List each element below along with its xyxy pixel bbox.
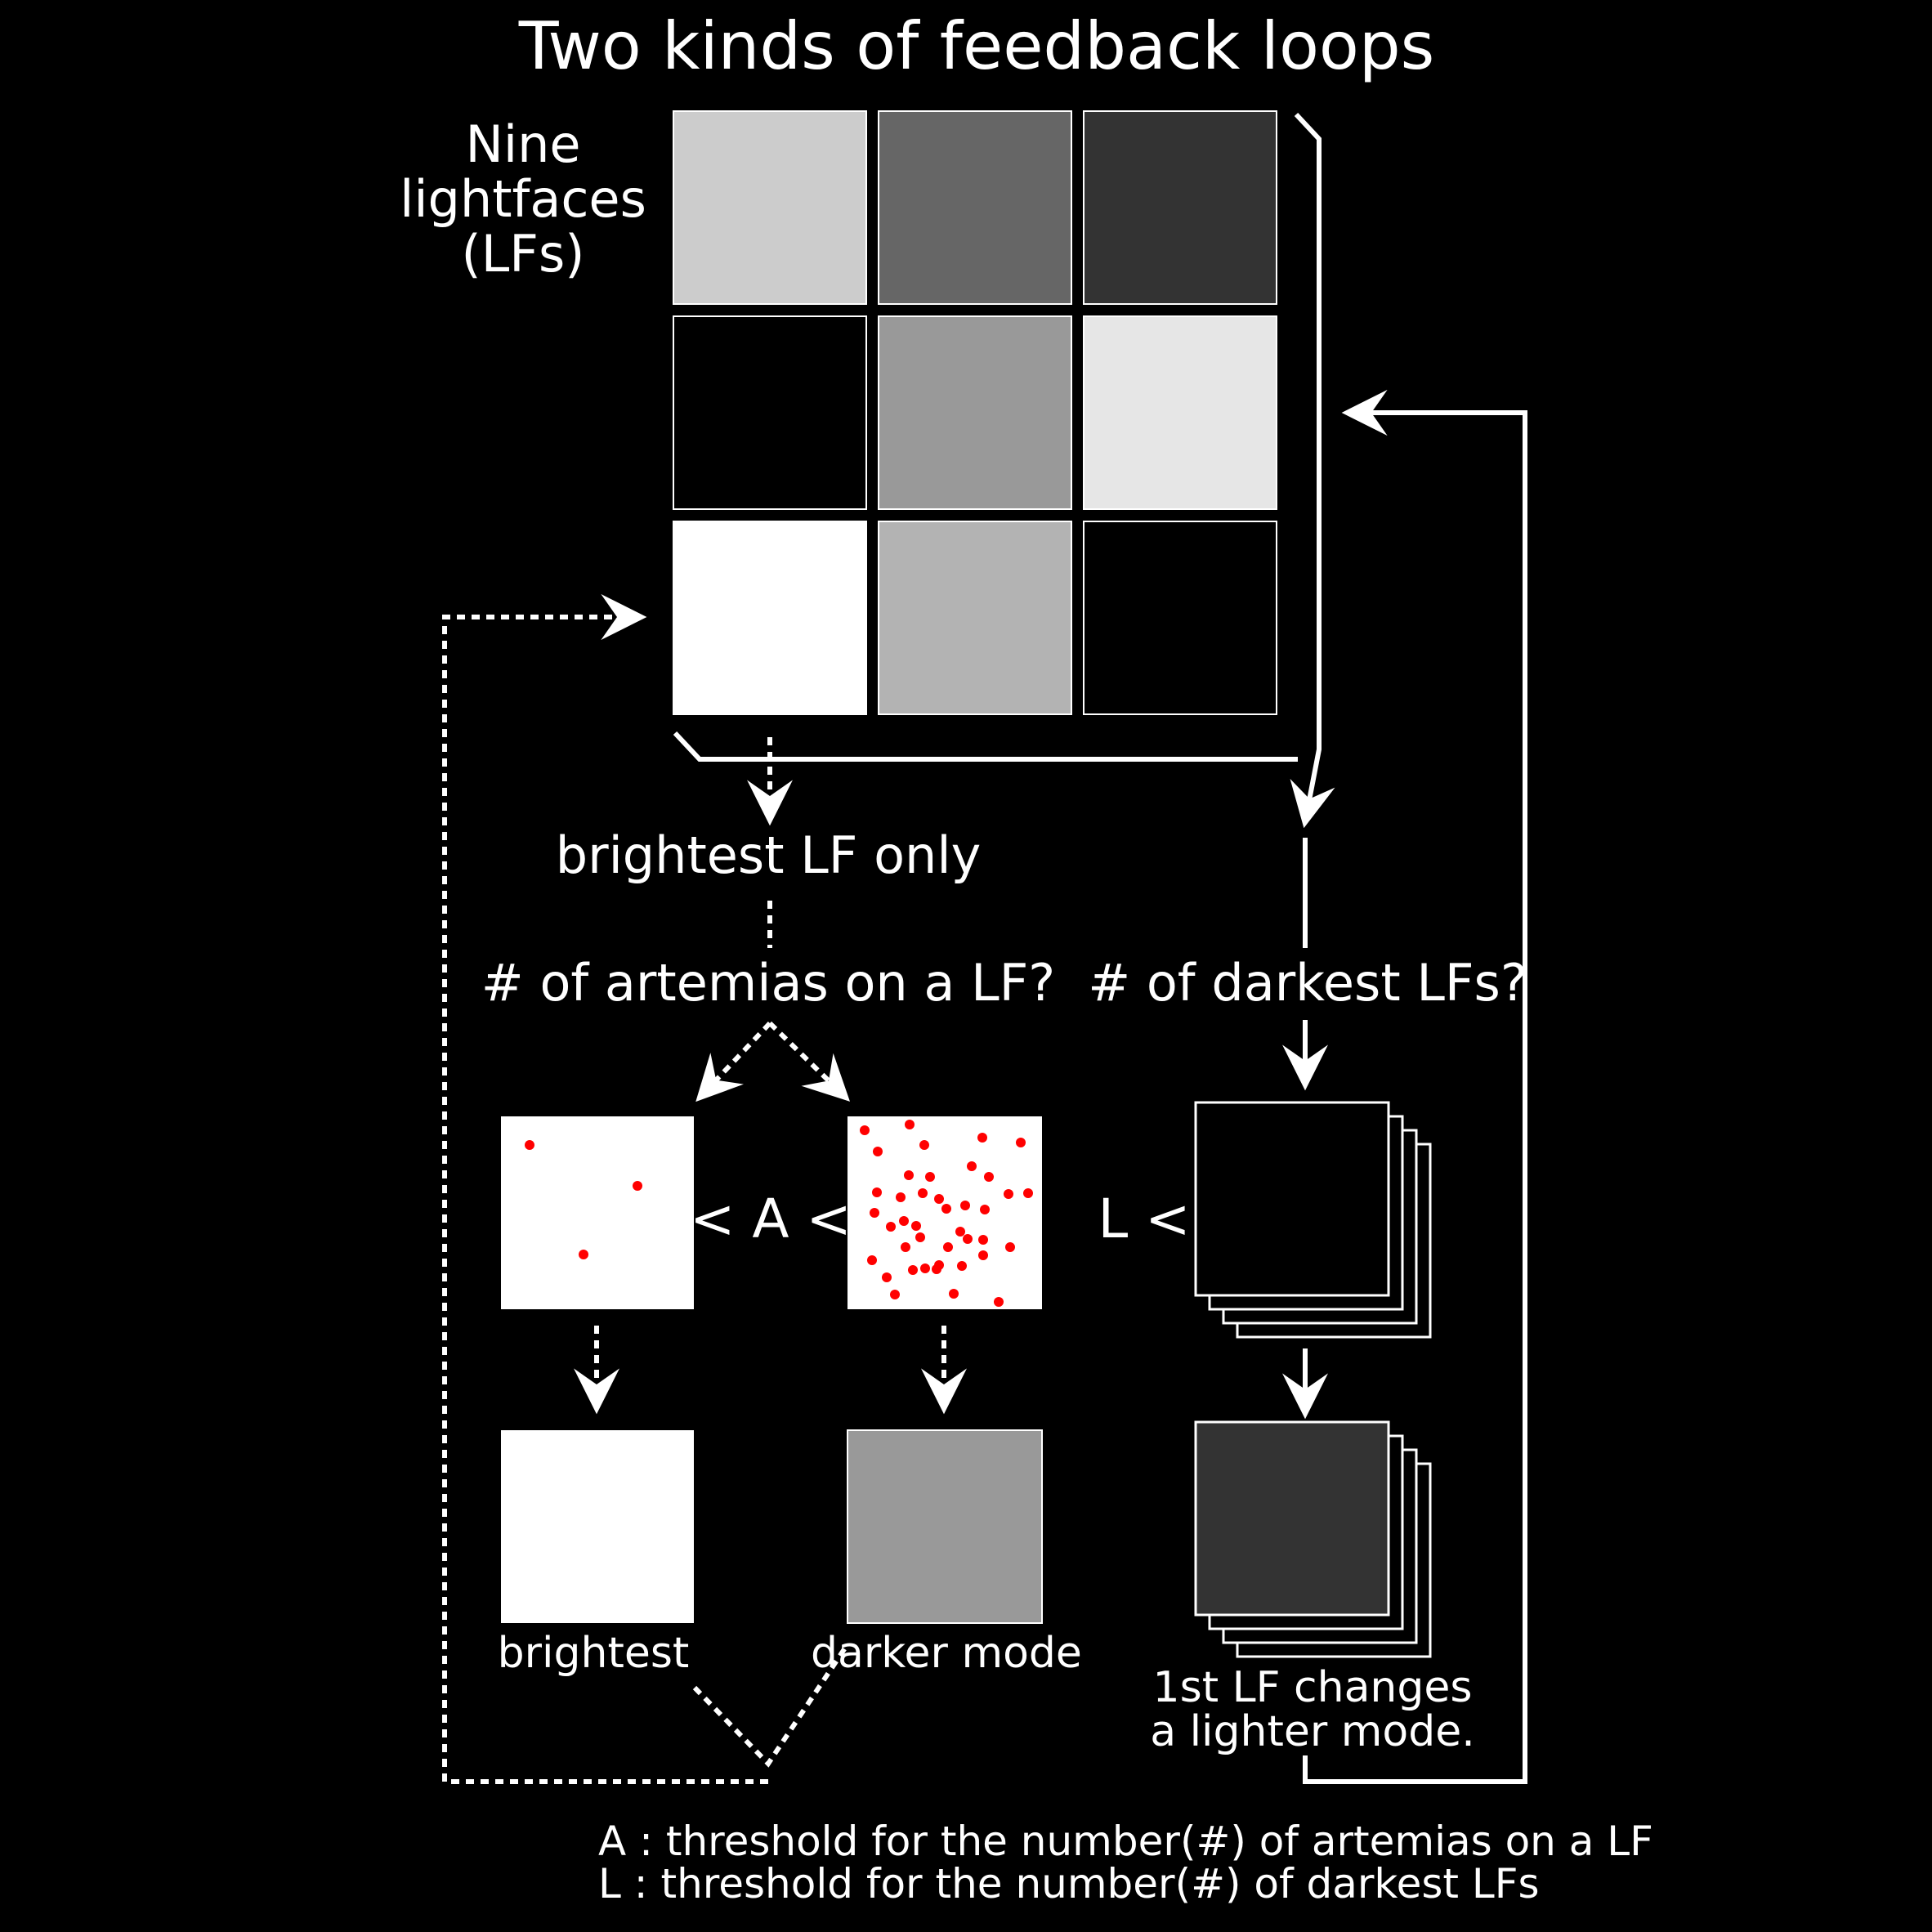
label-first-lf-changes: 1st LF changes [1153, 1663, 1473, 1712]
artemia-dot [870, 1208, 879, 1218]
lightface-9 [1083, 521, 1277, 715]
artemia-dot [890, 1290, 900, 1299]
grid-bracket-bottom [673, 731, 1298, 762]
artemia-dot [1005, 1242, 1015, 1252]
artemia-dot [867, 1255, 877, 1265]
stack-front-lightface [1194, 1101, 1390, 1297]
question-darkest-lfs: # of darkest LFs? [1088, 953, 1527, 1013]
legend-a: A : threshold for the number(#) of artem… [598, 1818, 1653, 1865]
threshold-a-comparison: < A < [690, 1187, 852, 1250]
artemia-dot [977, 1133, 987, 1143]
lightface-2 [878, 110, 1072, 305]
artemia-dot [984, 1172, 994, 1182]
lighter-mode-lf-stack [1194, 1420, 1432, 1658]
artemia-dot [978, 1250, 988, 1260]
artemia-dot [872, 1187, 882, 1197]
step-brightest-lf-only: brightest LF only [556, 825, 982, 885]
solid-feedback-loop-right [1303, 390, 1527, 1784]
artemia-dot [955, 1227, 965, 1237]
artemia-dot [957, 1261, 967, 1271]
artemia-dot [943, 1242, 953, 1252]
lightface-5 [878, 315, 1072, 510]
dotted-feedback-loop-left [442, 594, 768, 1784]
artemia-dot [911, 1221, 921, 1231]
artemia-dot [896, 1192, 906, 1202]
label-brightest: brightest [498, 1629, 690, 1678]
artemia-dot [994, 1297, 1004, 1307]
artemia-dot [860, 1125, 870, 1135]
artemia-dot [579, 1250, 588, 1259]
question-artemias: # of artemias on a LF? [481, 953, 1055, 1013]
dotted-merge-to-loop [692, 1645, 848, 1768]
grid-bracket-right [1290, 112, 1335, 829]
artemia-dot [918, 1188, 928, 1198]
artemia-dot [934, 1194, 944, 1204]
brightest-result-square [501, 1430, 694, 1623]
arrow-split-left [695, 1021, 772, 1102]
artemia-dot [932, 1264, 941, 1274]
threshold-l-comparison: L < [1098, 1187, 1190, 1250]
artemia-dot [949, 1289, 959, 1299]
artemia-dot [941, 1204, 951, 1214]
artemia-dot [899, 1216, 909, 1226]
few-artemias-panel [501, 1116, 694, 1309]
grid-label-line-2: lightfaces [400, 169, 646, 229]
artemia-dot [905, 1120, 915, 1129]
artemia-dot [525, 1140, 534, 1150]
artemia-dot [1004, 1189, 1013, 1199]
stack-front-lightface [1194, 1420, 1390, 1617]
label-lighter-mode: a lighter mode. [1150, 1707, 1475, 1756]
artemia-dot [886, 1222, 896, 1232]
lightface-8 [878, 521, 1072, 715]
lightface-4 [673, 315, 867, 510]
darkest-lf-stack [1194, 1101, 1432, 1339]
lightface-6 [1083, 315, 1277, 510]
arrow-split-right [767, 1021, 851, 1102]
grid-label: Nine lightfaces (LFs) [400, 114, 646, 284]
grid-label-line-1: Nine [465, 114, 580, 174]
artemia-dot [901, 1242, 910, 1252]
artemia-dot [873, 1147, 883, 1156]
darker-mode-result-square [847, 1429, 1043, 1624]
artemia-dot [1016, 1138, 1026, 1147]
diagram-title: Two kinds of feedback loops [518, 8, 1435, 84]
lightface-grid [673, 110, 1277, 715]
grid-label-line-3: (LFs) [462, 224, 585, 284]
artemia-dot [978, 1235, 988, 1245]
many-artemias-dots [860, 1120, 1033, 1307]
legend-l: L : threshold for the number(#) of darke… [598, 1860, 1540, 1907]
artemia-dot [882, 1272, 892, 1282]
lightface-1 [673, 110, 867, 305]
lightface-7 [673, 521, 867, 715]
artemia-dot [904, 1170, 914, 1180]
few-artemias-dots [525, 1140, 642, 1259]
lightface-3 [1083, 110, 1277, 305]
artemia-dot [967, 1161, 977, 1171]
artemia-dot [980, 1205, 990, 1214]
artemia-dot [960, 1201, 970, 1210]
artemia-dot [919, 1140, 929, 1150]
artemia-dot [908, 1265, 918, 1275]
artemia-dot [633, 1181, 642, 1191]
artemia-dot [963, 1234, 973, 1244]
artemia-dot [925, 1172, 935, 1182]
artemia-dot [915, 1232, 925, 1242]
label-darker-mode: darker mode [811, 1629, 1082, 1678]
artemia-dot [1023, 1188, 1033, 1198]
artemia-dot [920, 1263, 930, 1273]
